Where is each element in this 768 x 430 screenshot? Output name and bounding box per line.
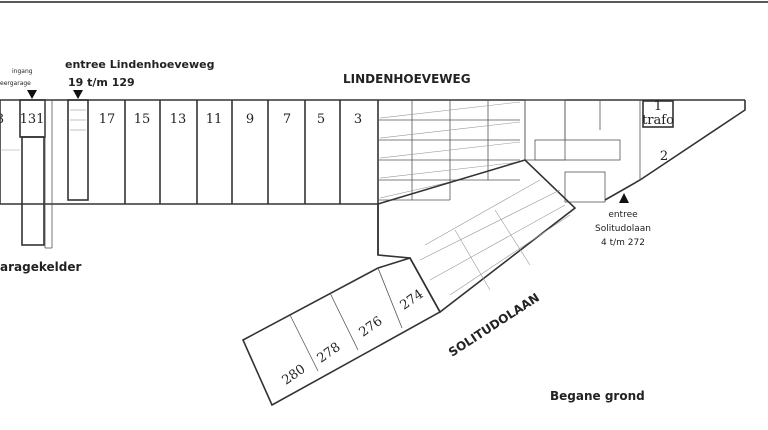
trafo-label: trafo: [642, 113, 674, 128]
entrance-lindenhoeveweg-label: entree Lindenhoeveweg: [65, 58, 214, 71]
unit-number: 278: [315, 340, 344, 367]
unit-number: 3: [354, 112, 362, 127]
garage-entry-label-1: ingang: [12, 68, 33, 75]
floor-label: Begane grond: [550, 389, 645, 403]
unit-number: 11: [206, 112, 223, 127]
entrance-lindenhoeveweg-numbers: 19 t/m 129: [68, 76, 135, 89]
garage-entry-arrow-icon: [27, 90, 37, 99]
unit-number: 276: [357, 314, 386, 341]
unit-number: 9: [246, 112, 254, 127]
unit-number: 15: [134, 112, 151, 127]
unit-number: 5: [317, 112, 325, 127]
garage-entry-label-2: eergarage: [0, 80, 31, 87]
unit-number: 274: [398, 287, 427, 314]
trafo-number: 1: [654, 99, 662, 114]
entrance-solitudolaan-label-2: Solitudolaan: [595, 224, 651, 234]
unit-number: 7: [283, 112, 291, 127]
unit-number: 131: [20, 112, 45, 127]
entrance-arrow-icon: [73, 90, 83, 99]
corner-unit-number: 2: [660, 149, 668, 164]
entrance-solitudolaan-numbers: 4 t/m 272: [601, 238, 645, 248]
street-lindenhoeveweg: LINDENHOEVEWEG: [343, 72, 471, 86]
unit-number: 3: [0, 112, 4, 127]
entrance-solitudolaan-label-1: entree: [608, 210, 638, 220]
diagonal-wing: [241, 159, 577, 407]
unit-number: 13: [170, 112, 187, 127]
garage-label: aragekelder: [0, 260, 81, 274]
solitudolaan-entry-arrow-icon: [619, 193, 629, 203]
unit-number: 280: [280, 362, 309, 389]
street-solitudolaan: SOLITUDOLAAN: [446, 290, 542, 359]
unit-number: 17: [99, 112, 116, 127]
